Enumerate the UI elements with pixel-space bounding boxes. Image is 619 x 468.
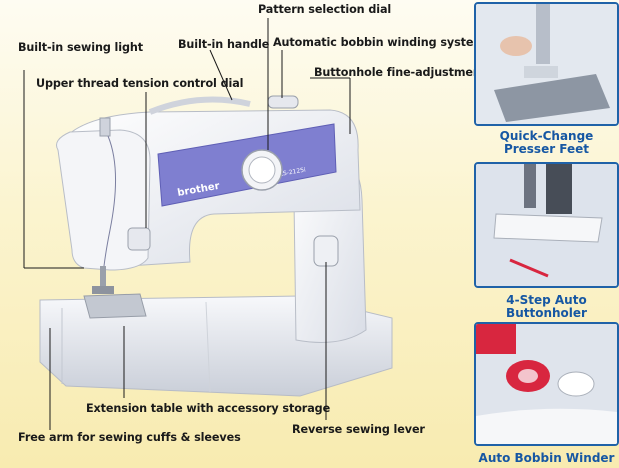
bobbin-system-label: Automatic bobbin winding system	[273, 36, 485, 49]
bobbin-winder-caption: Auto Bobbin Winder	[478, 451, 615, 465]
sewing-light-label: Built-in sewing light	[18, 41, 144, 54]
extension-table-label: Extension table with accessory storage	[86, 402, 331, 415]
buttonholer-caption: 4-Step Auto Buttonholer	[506, 293, 587, 320]
handle-label: Built-in handle	[178, 38, 270, 51]
buttonholer-photo	[474, 162, 619, 288]
bobbin-winder-photo	[474, 322, 619, 446]
buttonhole-adjust-label: Buttonhole fine-adjustment	[314, 66, 487, 79]
presser-feet-caption: Quick-Change Presser Feet	[499, 129, 594, 156]
pattern-selection-dial-label: Pattern selection dial	[258, 3, 392, 16]
reverse-lever-label: Reverse sewing lever	[292, 423, 425, 436]
sewing-machine-illustration: brother LS-2125i	[23, 18, 393, 430]
presser-feet-photo	[474, 2, 619, 126]
model-number: LS-2125i	[279, 166, 306, 178]
tension-dial-label: Upper thread tension control dial	[36, 77, 244, 90]
free-arm-label: Free arm for sewing cuffs & sleeves	[18, 431, 241, 444]
